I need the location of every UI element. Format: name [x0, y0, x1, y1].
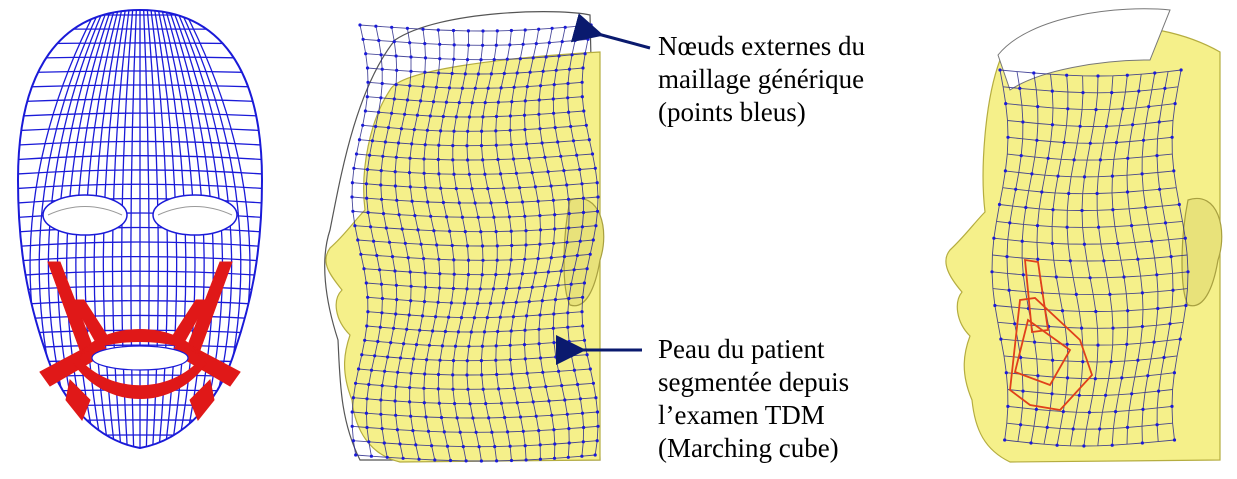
arrow-to-mesh-nodes: [598, 34, 650, 48]
annotation-line: (points bleus): [658, 96, 865, 129]
annotation-line: (Marching cube): [658, 432, 849, 465]
annotation-line: Nœuds externes du: [658, 30, 865, 63]
annotation-line: maillage générique: [658, 63, 865, 96]
annotation-line: l’examen TDM: [658, 399, 849, 432]
annotation-line: Peau du patient: [658, 333, 849, 366]
mesh-nodes-annotation: Nœuds externes du maillage générique (po…: [658, 30, 865, 129]
annotation-line: segmentée depuis: [658, 366, 849, 399]
patient-skin-annotation: Peau du patient segmentée depuis l’exame…: [658, 333, 849, 465]
